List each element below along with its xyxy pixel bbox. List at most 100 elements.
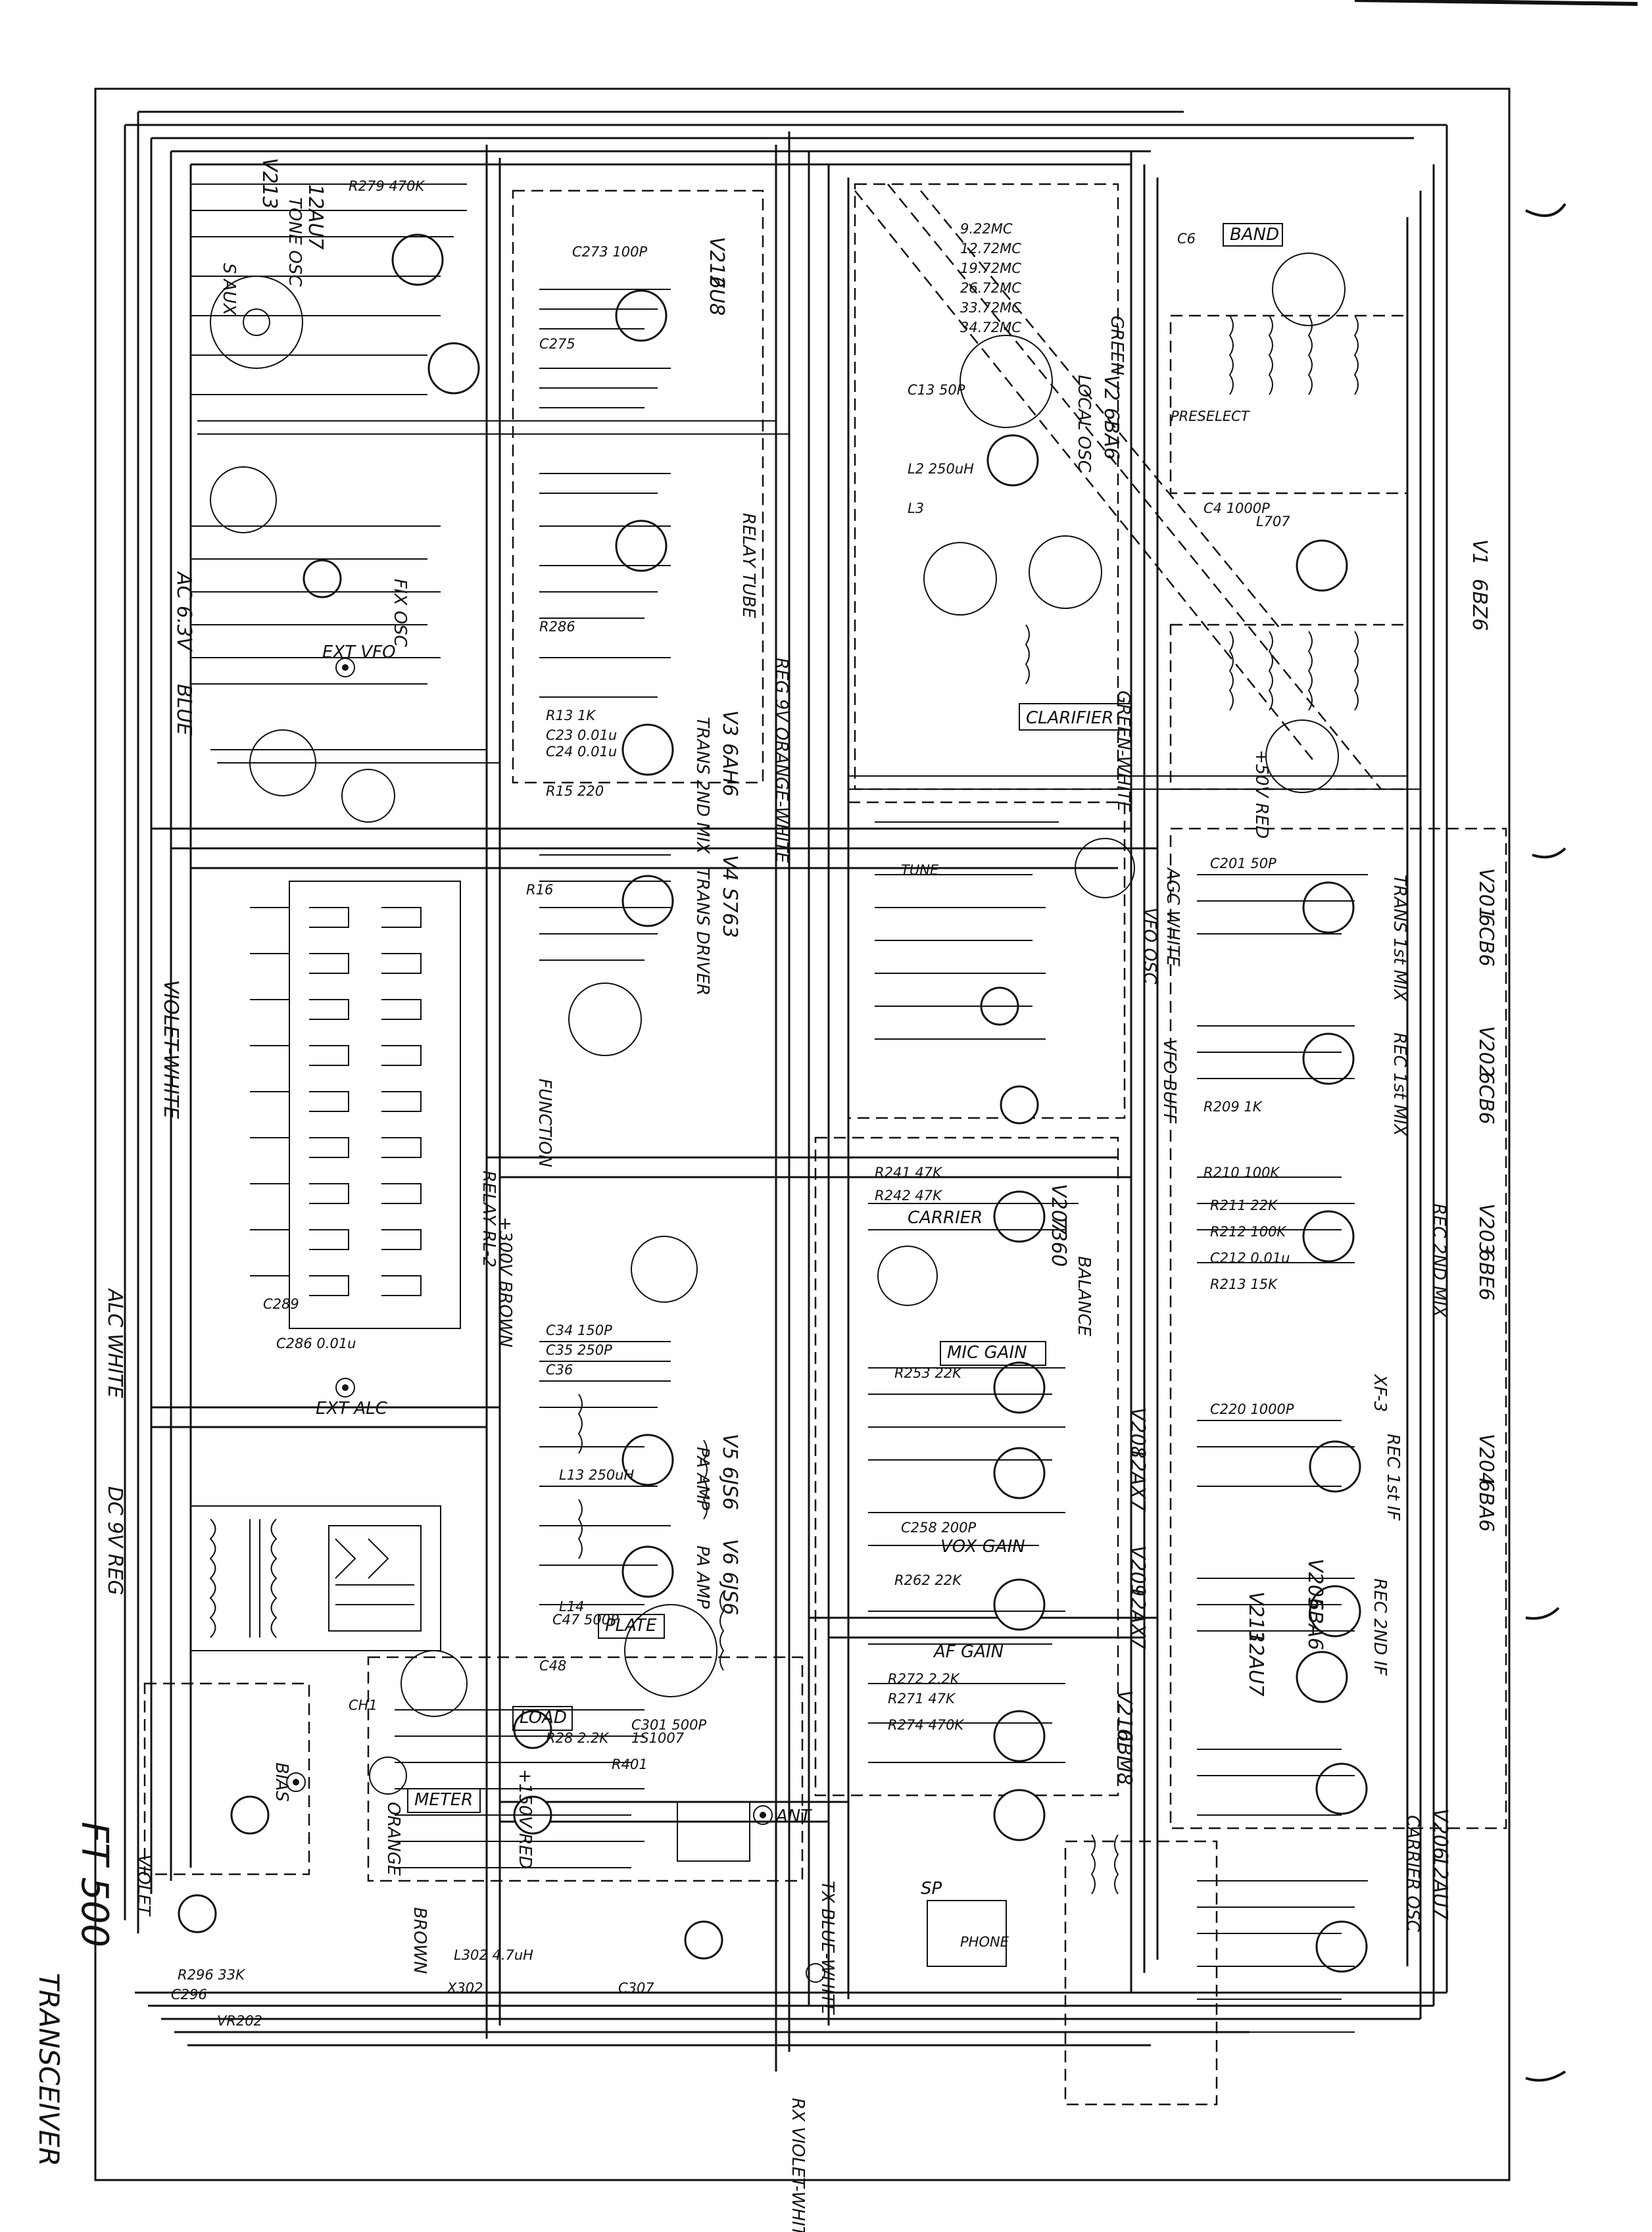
- mc-5: 34.72MC: [960, 320, 1021, 335]
- ref-51: C24 0.01u: [546, 744, 617, 760]
- ref-143: C307: [618, 1980, 654, 1996]
- ref-12: R212 100K: [1210, 1224, 1287, 1240]
- tube-v209-type: 12AX7: [1126, 1585, 1149, 1649]
- tube-v213: V213: [1244, 1591, 1267, 1643]
- ref-35: R262 22K: [894, 1572, 963, 1588]
- bias-label: BIAS: [272, 1762, 291, 1802]
- tube-v206-type: 12AU7: [1428, 1855, 1451, 1920]
- mc-1: 12.72MC: [960, 241, 1021, 256]
- tube-labels: V213 12AU7 V212 6U8 V2 6BA6 LOCAL OSC V1…: [258, 158, 1497, 1932]
- ref-33: C258 200P: [901, 1520, 977, 1536]
- tube-v5-func: PA AMP: [692, 1447, 712, 1511]
- tube-v4-type: S763: [718, 888, 741, 938]
- tube-v205-type: 6BA6: [1303, 1598, 1326, 1650]
- ref-14: R213 15K: [1210, 1276, 1278, 1292]
- tube-v2-func: LOCAL OSC: [1074, 375, 1094, 473]
- ref-133: X302: [447, 1980, 483, 1996]
- ref-53: R16: [526, 882, 553, 898]
- ref-96: C275: [539, 336, 575, 352]
- ref-83: L2 250uH: [908, 461, 974, 477]
- blue-wire-label: BLUE: [172, 684, 195, 735]
- tube-v213-type: 12AU7: [1244, 1631, 1267, 1697]
- vox-gain-label: VOX GAIN: [940, 1537, 1025, 1557]
- ac63v-label: AC 6.3V: [172, 571, 195, 652]
- function-label: FUNCTION: [535, 1079, 554, 1167]
- tone-osc-label: TONE OSC: [285, 197, 304, 287]
- tube-v209: V209: [1126, 1545, 1149, 1597]
- ref-59: C36: [546, 1362, 573, 1378]
- jacks: [286, 658, 1007, 1983]
- tube-v204: V204: [1474, 1434, 1497, 1485]
- tube-v202: V202: [1474, 1026, 1497, 1077]
- sheet-frame: [94, 0, 1638, 2181]
- tube-v207: V207: [1047, 1184, 1070, 1235]
- load-label: LOAD: [520, 1708, 567, 1728]
- component-refs: C273 100P R279 470K C201 50P R209 1K R21…: [171, 178, 1294, 2029]
- tube-v1: V1: [1468, 539, 1491, 566]
- schematic-title: FT 500: [73, 1822, 116, 1947]
- ref-68: C48: [539, 1658, 566, 1674]
- vfo-osc-label: VFO OSC: [1140, 908, 1159, 984]
- agc-white-label: AGC WHITE: [1163, 867, 1182, 967]
- ref-101: C4 1000P: [1203, 500, 1270, 516]
- alc-white-label: ALC WHITE: [103, 1288, 126, 1398]
- plus150v-label: +150V RED: [515, 1769, 535, 1869]
- ref-161: VR202: [217, 2013, 262, 2029]
- tube-v1-type: 6BZ6: [1468, 579, 1491, 631]
- switch-wafers: [210, 253, 1346, 1717]
- tube-v210-type: 6BM8: [1113, 1730, 1136, 1785]
- brown-label: BROWN: [410, 1907, 429, 1974]
- ant-label: ANT: [775, 1807, 812, 1826]
- ref-165: C289: [263, 1296, 299, 1312]
- xf3-label: XF-3: [1370, 1373, 1390, 1412]
- rx-violet-white-label: RX VIOLET-WHITE: [788, 2098, 808, 2232]
- tube-v203: V203: [1474, 1203, 1497, 1255]
- ref-160: R296 33K: [178, 1967, 246, 1983]
- ref-63: L13 250uH: [559, 1467, 634, 1483]
- labels: AC 6.3V BLUE VIOLET-WHITE ALC WHITE DC 9…: [103, 197, 1403, 2232]
- title-block: FT 500 TRANSCEIVER: [33, 1822, 116, 2166]
- tube-v211-type: 6U8: [705, 276, 728, 316]
- rec-1st-if-label: REC 1st IF: [1383, 1434, 1403, 1521]
- tube-v5: V5: [718, 1434, 741, 1460]
- ref-71: 1S1007: [631, 1730, 685, 1746]
- tube-v4-func: TRANS DRIVER: [692, 868, 712, 996]
- vfo-buff-label: VFO BUFF: [1159, 1039, 1179, 1124]
- tube-v206-func: CARRIER OSC: [1403, 1815, 1422, 1932]
- tube-v208-type: 12AX7: [1126, 1447, 1149, 1511]
- ref-84: L3: [908, 500, 924, 516]
- plus50v-label: +50V RED: [1251, 750, 1271, 838]
- ref-82: C13 50P: [908, 382, 965, 398]
- ref-28: R271 47K: [888, 1691, 956, 1707]
- tune-label: TUNE: [901, 862, 939, 878]
- sp-label: SP: [921, 1879, 942, 1899]
- ref-106: L707: [1256, 514, 1290, 529]
- tube-v207-type: 7360: [1047, 1217, 1070, 1267]
- tube-v202-func: REC 1st MIX: [1390, 1032, 1409, 1137]
- tube-v6-func: PA AMP: [692, 1545, 712, 1609]
- carrier-label: CARRIER: [908, 1208, 983, 1228]
- ref-67: C47 500P: [552, 1612, 619, 1628]
- ref-103: C6: [1177, 231, 1196, 247]
- ref-72: R401: [612, 1757, 648, 1772]
- ext-vfo-label: EXT VFO: [322, 643, 396, 662]
- plus300v-label: +300V BROWN: [495, 1217, 515, 1347]
- power-supply: [190, 1505, 441, 1651]
- tube-v4: V4: [718, 855, 741, 881]
- tube-v201-func: TRANS 1st MIX: [1390, 875, 1409, 1002]
- ref-121: CH1: [349, 1697, 377, 1713]
- tube-v3-func: TRANS 2ND MIX: [692, 717, 712, 854]
- tx-blue-white-label: TX BLUE-WHITE: [817, 1881, 837, 2015]
- dc9v-label: DC 9V REG: [103, 1486, 126, 1595]
- tube-v207-func: BALANCE: [1074, 1256, 1094, 1336]
- tube-v2: V2: [1100, 375, 1123, 401]
- ref-0: C273 100P: [572, 244, 648, 260]
- tube-v210: V210: [1113, 1690, 1136, 1741]
- shield-boxes: [143, 183, 1507, 2106]
- plate-label: PLATE: [605, 1616, 657, 1636]
- mc-4: 33.72MC: [960, 300, 1021, 316]
- ref-9: R209 1K: [1203, 1099, 1263, 1115]
- band-label: BAND: [1230, 225, 1279, 245]
- ref-13: C212 0.01u: [1210, 1250, 1290, 1266]
- tube-v206: V206: [1428, 1808, 1451, 1860]
